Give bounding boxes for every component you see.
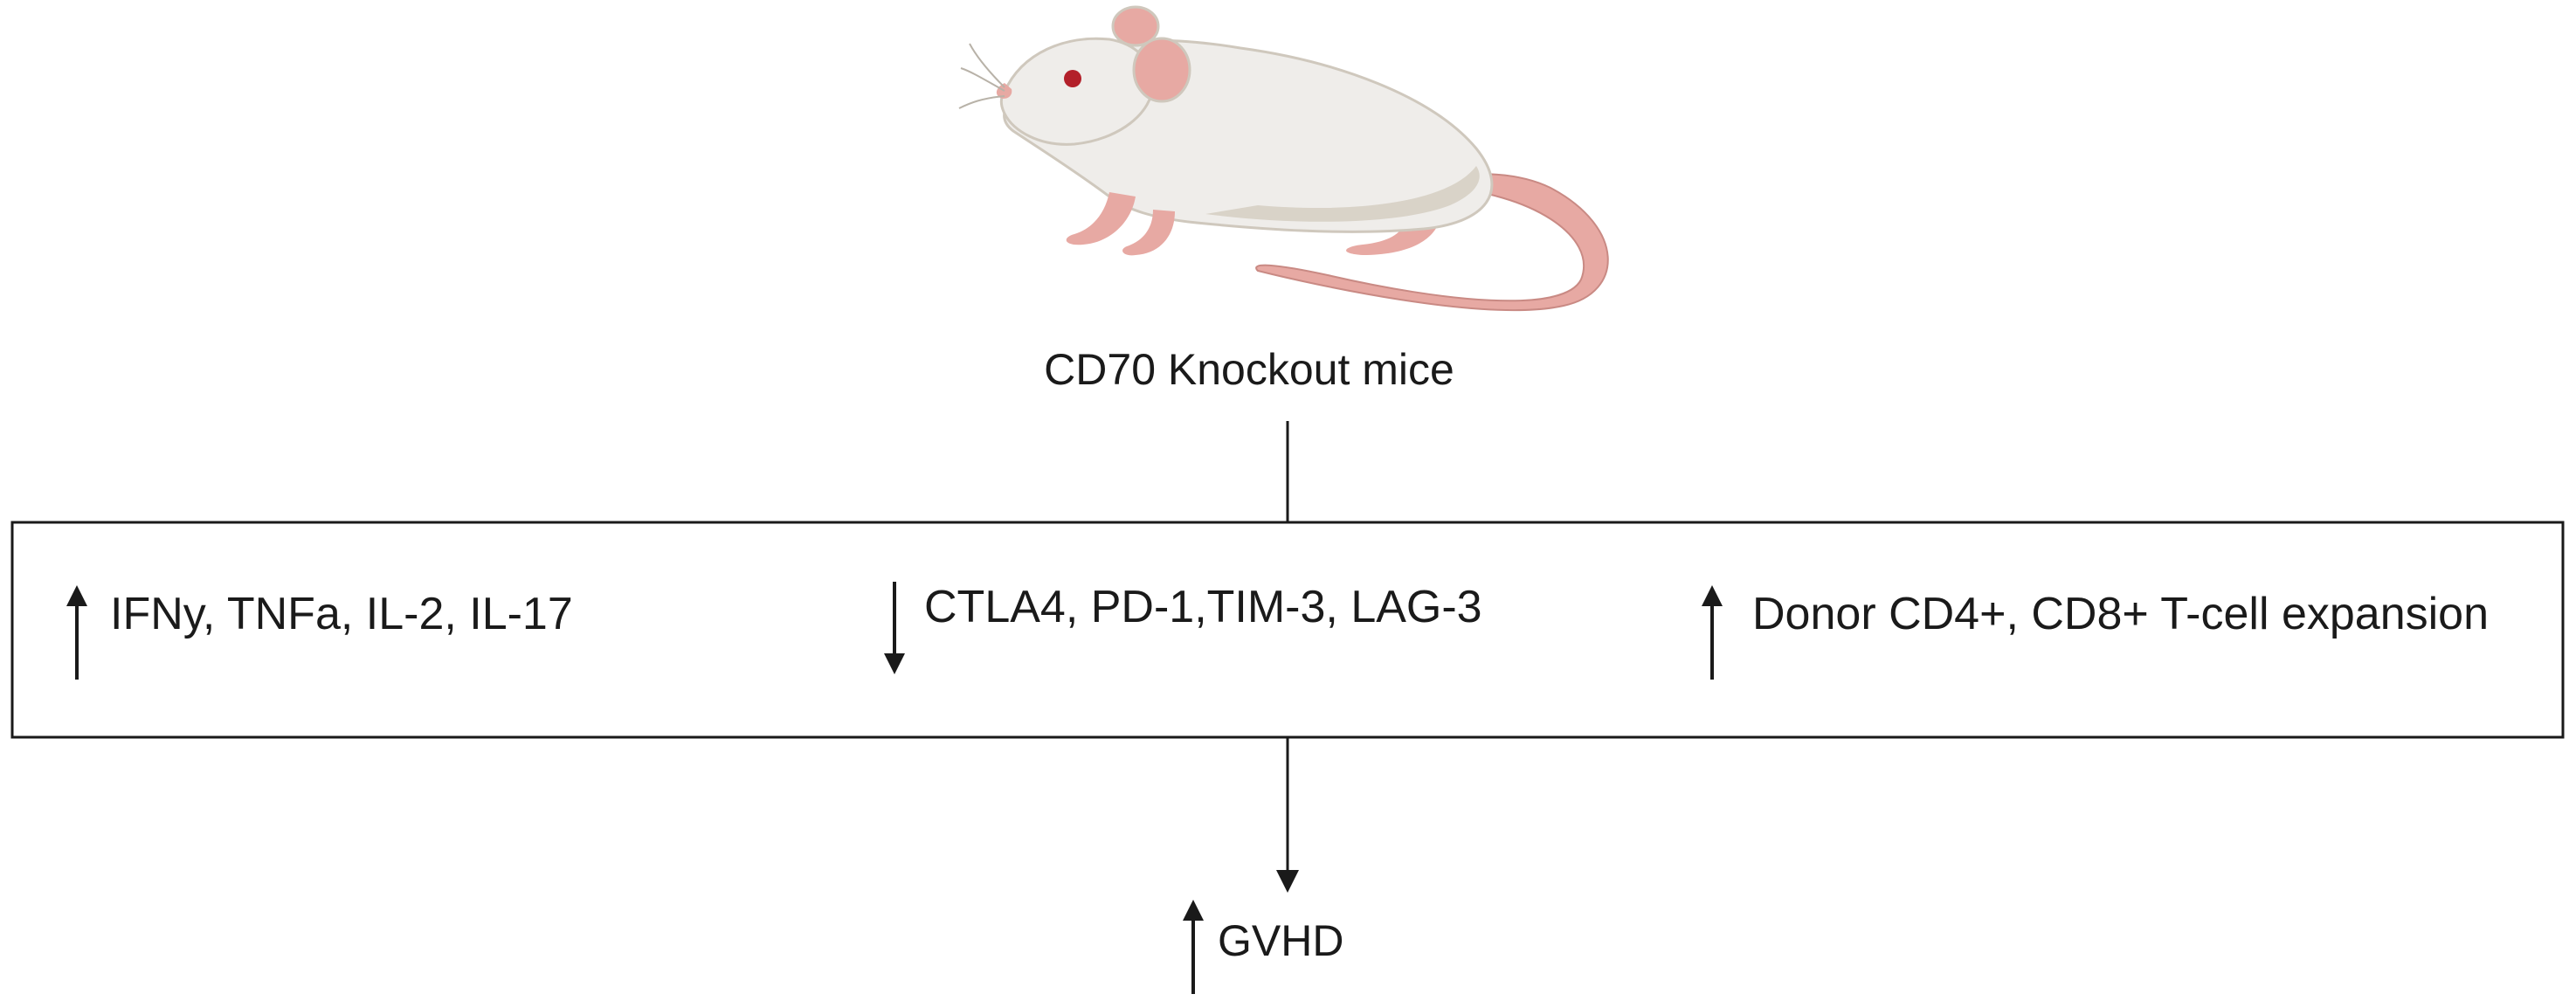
mouse-tail xyxy=(1255,173,1609,311)
mouse-whiskers xyxy=(958,43,1005,109)
arrow-down-icon xyxy=(884,582,905,674)
outcome-item: GVHD xyxy=(1183,900,1343,994)
effect-item-3: Donor CD4+, CD8+ T-cell expansion xyxy=(1702,585,2489,680)
mouse-ear-back xyxy=(1111,5,1160,47)
mouse-belly-shade xyxy=(1205,166,1480,222)
diagram-title: CD70 Knockout mice xyxy=(1044,345,1454,394)
arrow-up-icon xyxy=(1183,900,1204,994)
effect-text-1: IFNy, TNFa, IL-2, IL-17 xyxy=(110,589,573,639)
mouse-front-leg-2 xyxy=(1122,210,1175,256)
mouse-head xyxy=(999,37,1155,146)
mouse-ear-front xyxy=(1132,37,1191,103)
outcome-text: GVHD xyxy=(1218,916,1343,965)
mouse-front-leg xyxy=(1066,192,1136,245)
effect-text-2: CTLA4, PD-1,TIM-3, LAG-3 xyxy=(924,582,1482,632)
mouse-eye xyxy=(1064,70,1081,87)
arrow-up-icon xyxy=(66,585,87,680)
effect-item-2: CTLA4, PD-1,TIM-3, LAG-3 xyxy=(884,582,1482,674)
mouse-illustration xyxy=(958,5,1609,311)
connector-arrow-bottom xyxy=(1276,737,1299,893)
effect-text-3: Donor CD4+, CD8+ T-cell expansion xyxy=(1752,589,2489,639)
arrow-up-icon xyxy=(1702,585,1723,680)
effect-item-1: IFNy, TNFa, IL-2, IL-17 xyxy=(66,585,573,680)
